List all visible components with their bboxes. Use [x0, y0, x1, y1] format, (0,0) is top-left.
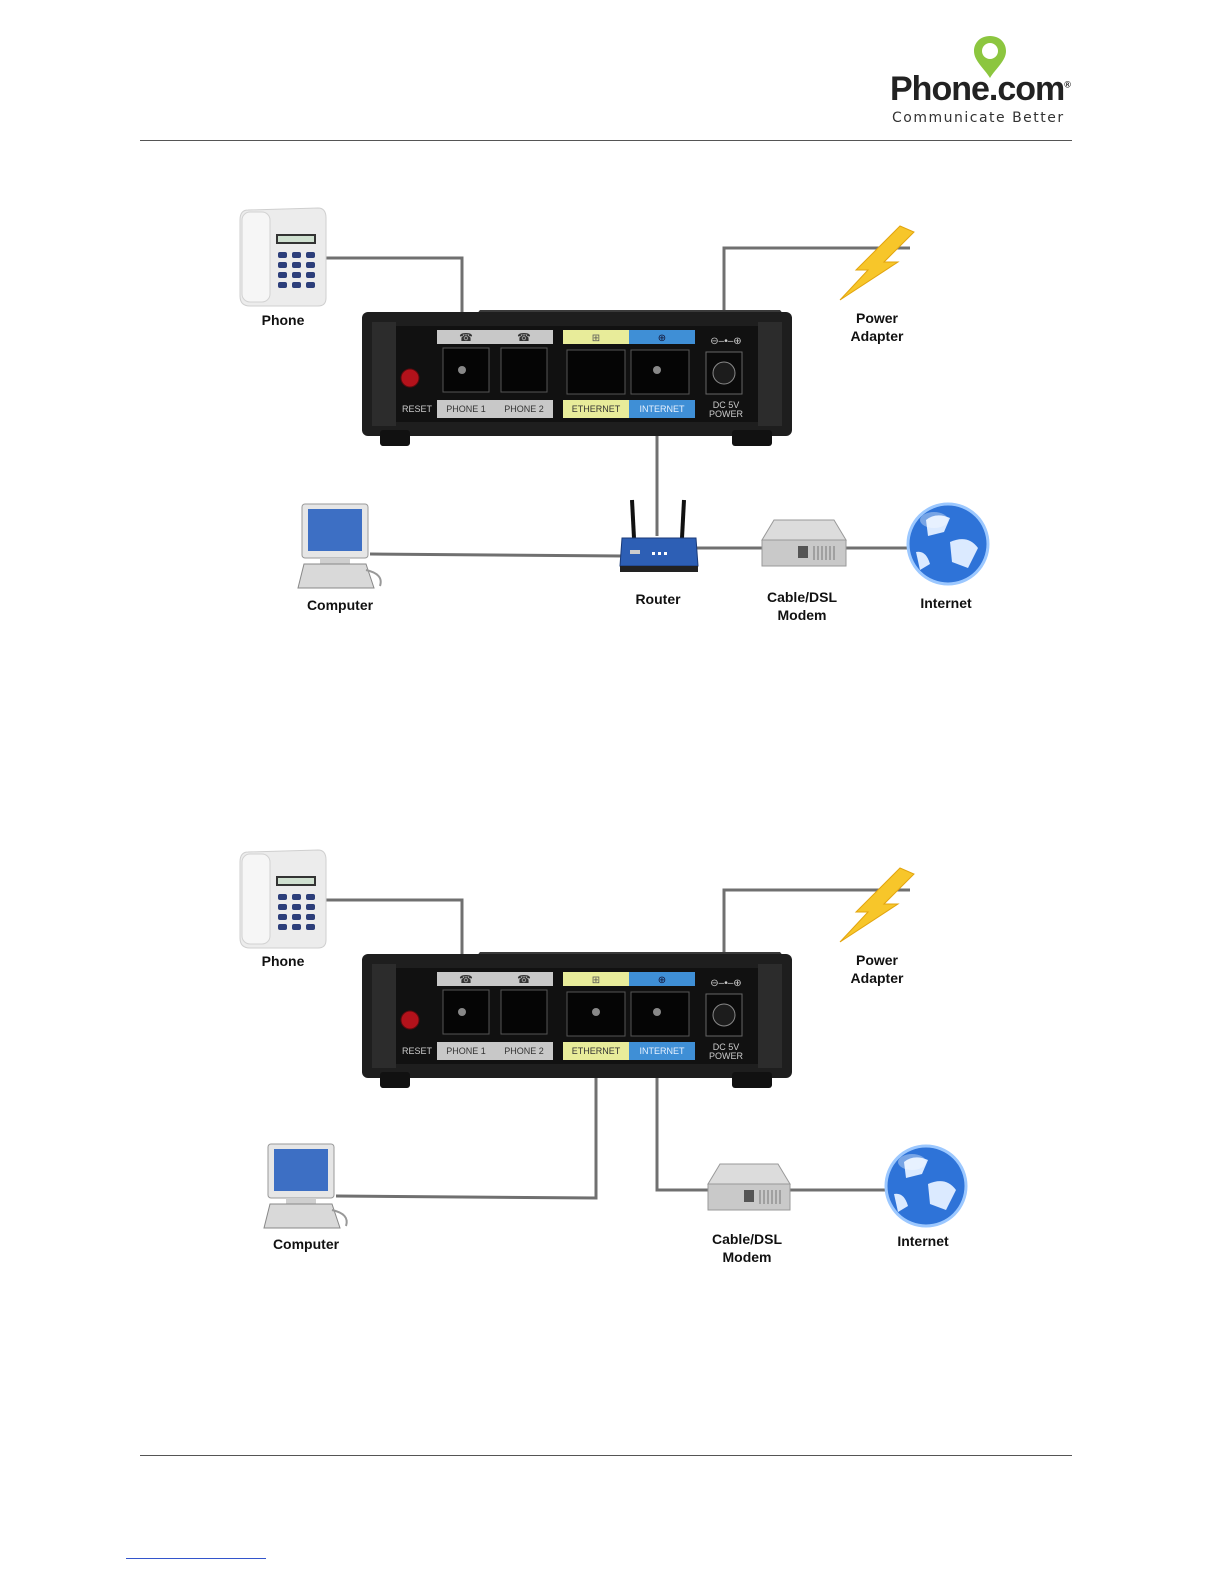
polarity-icon: ⊖–•–⊕ — [710, 978, 741, 989]
globe-port-icon: ⊕ — [658, 333, 666, 344]
lightning-bolt-icon — [840, 868, 914, 942]
port-label-ethernet: ETHERNET — [572, 1046, 621, 1056]
brand-name: Phone.com® — [890, 70, 1070, 109]
label-computer: Computer — [256, 1235, 356, 1253]
lightning-bolt-icon — [840, 226, 914, 300]
cable-modem-icon — [762, 520, 846, 566]
label-power-adapter: Power Adapter — [837, 309, 917, 345]
globe-internet-icon — [908, 504, 988, 584]
globe-port-icon: ⊕ — [658, 975, 666, 986]
reset-button — [401, 369, 419, 387]
label-modem: Cable/DSL Modem — [697, 1230, 797, 1266]
port-label-power: POWER — [709, 409, 744, 419]
port-label-reset: RESET — [402, 404, 433, 414]
port-label-power: POWER — [709, 1051, 744, 1061]
label-power-adapter: Power Adapter — [837, 951, 917, 987]
cable-modem-icon — [708, 1164, 790, 1210]
diagram-direct-modem-setup: ☎ ☎ ⊞ ⊕ ⊖–•–⊕ RESET PHONE 1 PHONE 2 ETHE… — [0, 832, 1224, 1292]
phone-com-logo: Phone.com® Communicate Better — [880, 34, 1080, 130]
voip-adapter-device: ☎ ☎ ⊞ ⊕ ⊖–•–⊕ RESET PHONE 1 PHONE 2 ETHE… — [362, 952, 792, 1088]
polarity-icon: ⊖–•–⊕ — [710, 336, 741, 347]
computer-icon — [298, 504, 381, 588]
brand-tagline: Communicate Better — [892, 110, 1065, 126]
label-computer: Computer — [290, 596, 390, 614]
footer-rule — [140, 1455, 1072, 1456]
phone-handset-icon: ☎ — [517, 974, 531, 986]
network-icon: ⊞ — [592, 333, 600, 344]
port-label-phone1: PHONE 1 — [446, 404, 486, 414]
label-internet: Internet — [906, 594, 986, 612]
port-label-ethernet: ETHERNET — [572, 404, 621, 414]
desk-phone-icon — [240, 850, 326, 948]
phone-handset-icon: ☎ — [459, 974, 473, 986]
label-phone: Phone — [243, 311, 323, 329]
cable-computer-to-router — [370, 554, 622, 556]
port-label-phone2: PHONE 2 — [504, 404, 544, 414]
label-phone: Phone — [243, 952, 323, 970]
label-internet: Internet — [883, 1232, 963, 1250]
globe-internet-icon — [886, 1146, 966, 1226]
footer-link-underline[interactable] — [126, 1558, 266, 1559]
label-router: Router — [618, 590, 698, 608]
network-icon: ⊞ — [592, 975, 600, 986]
port-label-phone2: PHONE 2 — [504, 1046, 544, 1056]
phone-handset-icon: ☎ — [517, 332, 531, 344]
port-label-internet: INTERNET — [640, 1046, 686, 1056]
phone-handset-icon: ☎ — [459, 332, 473, 344]
desk-phone-icon — [240, 208, 326, 306]
diagram1-graphics: ☎ ☎ ⊞ ⊕ ⊖–•–⊕ RESET PHONE 1 PHONE 2 ETHE… — [0, 190, 1224, 650]
computer-icon — [264, 1144, 347, 1228]
port-label-internet: INTERNET — [640, 404, 686, 414]
reset-button — [401, 1011, 419, 1029]
voip-adapter-device: ☎ ☎ ⊞ ⊕ ⊖–•–⊕ RESET PHONE 1 PHONE 2 ETHE… — [362, 310, 792, 446]
wireless-router-icon — [620, 500, 698, 572]
port-label-reset: RESET — [402, 1046, 433, 1056]
label-modem: Cable/DSL Modem — [752, 588, 852, 624]
port-label-phone1: PHONE 1 — [446, 1046, 486, 1056]
diagram2-graphics: ☎ ☎ ⊞ ⊕ ⊖–•–⊕ RESET PHONE 1 PHONE 2 ETHE… — [0, 832, 1224, 1292]
header-rule — [140, 140, 1072, 141]
diagram-router-setup: ☎ ☎ ⊞ ⊕ ⊖–•–⊕ RESET PHONE 1 PHONE 2 ETHE… — [0, 190, 1224, 650]
